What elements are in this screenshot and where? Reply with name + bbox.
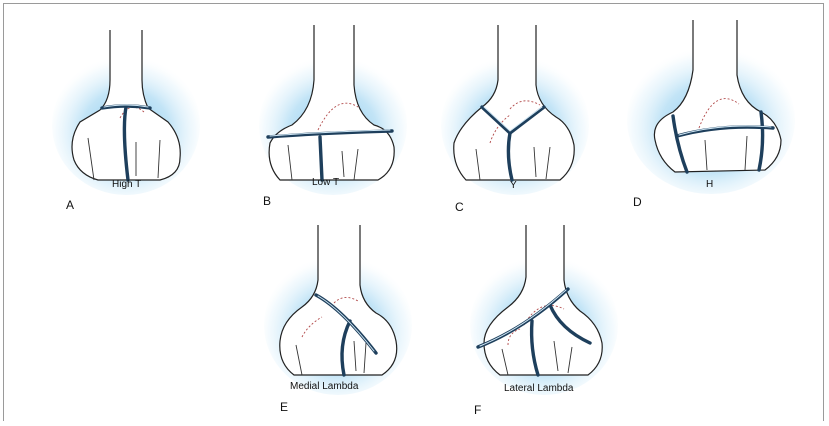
panel-b-diagram [258,25,408,190]
panel-e-letter: E [280,400,288,414]
panel-e-diagram [262,225,412,390]
panel-a-letter: A [66,198,74,212]
panel-c-caption: Y [510,180,517,191]
panel-d-letter: D [633,195,642,209]
panel-a-caption: High T [112,179,141,190]
panel-a-diagram [50,30,200,190]
panel-d-diagram [625,20,795,190]
panel-f-diagram [468,225,618,390]
panel-f-caption: Lateral Lambda [504,383,574,394]
panel-f-letter: F [474,403,481,417]
panel-c-diagram [440,25,590,190]
vertical-fracture-line [320,137,322,180]
panel-b-caption: Low T [312,177,339,188]
panel-e-caption: Medial Lambda [290,381,358,392]
panel-b-letter: B [263,194,271,208]
panel-c-letter: C [455,200,464,214]
panel-d-caption: H [706,179,713,190]
